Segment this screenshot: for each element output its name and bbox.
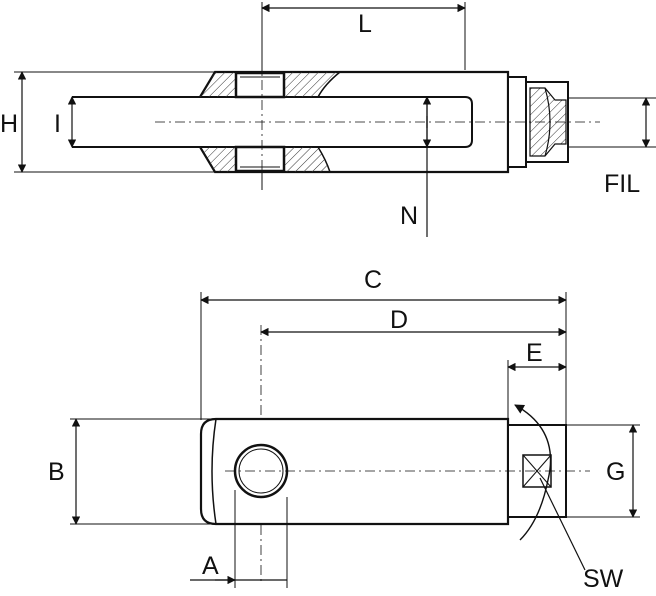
label-fil: FIL (604, 170, 640, 198)
thread-hatch (529, 87, 567, 157)
front-body-edge (211, 418, 217, 525)
label-l: L (358, 10, 372, 38)
label-b: B (48, 458, 65, 486)
label-a: A (202, 552, 219, 580)
label-i: I (54, 110, 61, 138)
clevis-slot (72, 96, 473, 148)
break-line-bottom (317, 146, 331, 173)
label-n: N (400, 202, 418, 230)
break-line-top (317, 71, 341, 98)
label-sw: SW (583, 565, 624, 593)
sw-rotation-arrow (514, 404, 552, 541)
top-view (14, 2, 656, 237)
label-h: H (0, 110, 18, 138)
label-g: G (606, 458, 625, 486)
label-c: C (364, 266, 382, 294)
label-e: E (526, 339, 543, 367)
front-view (70, 292, 640, 588)
label-d: D (390, 306, 408, 334)
sw-leader-line (539, 477, 586, 571)
wrench-flat-diag-2 (522, 454, 552, 488)
